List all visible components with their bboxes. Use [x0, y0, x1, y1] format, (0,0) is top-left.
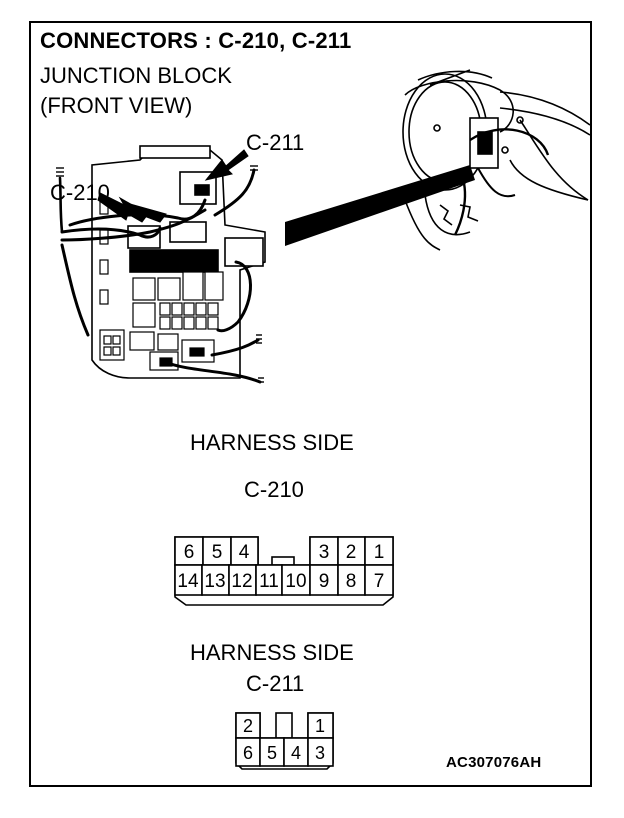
c210-pin: 10	[285, 571, 306, 592]
c211-harness-side-label: HARNESS SIDE	[190, 640, 354, 665]
c211-cell	[235, 712, 261, 739]
c210-pin: 2	[346, 542, 357, 563]
c210-pin: 8	[346, 571, 357, 592]
c211-cell	[307, 712, 334, 739]
c210-cell	[337, 564, 366, 596]
c210-harness-side-label: HARNESS SIDE	[190, 430, 354, 455]
diagram-frame	[29, 21, 592, 787]
c211-cell	[235, 737, 261, 767]
c210-cell	[364, 564, 394, 596]
c211-lock-tab	[275, 712, 293, 739]
c210-pin: 5	[212, 542, 223, 563]
c210-pin: 12	[231, 571, 252, 592]
c210-pin: 14	[177, 571, 199, 592]
c210-pin: 9	[319, 571, 330, 592]
callout-arrows	[97, 149, 249, 223]
wire-cut-marks	[56, 165, 264, 383]
pointer-wedge	[285, 165, 475, 246]
c210-cell	[228, 564, 257, 596]
subtitle-junction-block: JUNCTION BLOCK	[40, 63, 232, 88]
c211-cell	[259, 737, 285, 767]
c211-pin: 3	[315, 743, 325, 763]
c210-cell	[309, 564, 339, 596]
c210-pin: 7	[374, 571, 385, 592]
c211-pin: 5	[267, 743, 277, 763]
c211-connector-name: C-211	[246, 671, 305, 696]
c210-pin: 13	[204, 571, 225, 592]
harness-wires	[58, 168, 262, 384]
c210-connector-name: C-210	[244, 477, 304, 502]
c210-pin: 3	[319, 542, 330, 563]
c211-pin: 2	[243, 716, 253, 736]
c211-cell	[307, 737, 334, 767]
c211-pin: 4	[291, 743, 301, 763]
c210-pin: 1	[374, 542, 385, 563]
c210-cell	[230, 536, 259, 566]
figure-code: AC307076AH	[446, 754, 542, 771]
c210-cell	[255, 564, 283, 596]
callout-c211: C-211	[246, 130, 305, 155]
callout-c210: C-210	[50, 180, 110, 205]
c210-pin: 4	[239, 542, 250, 563]
c211-pin: 6	[243, 743, 253, 763]
c211-cell	[283, 737, 309, 767]
c210-pin: 11	[259, 571, 279, 592]
subtitle-front-view: (FRONT VIEW)	[40, 93, 193, 118]
page-title: CONNECTORS : C-210, C-211	[40, 28, 352, 53]
c211-pin: 1	[315, 716, 325, 736]
c210-pin: 6	[184, 542, 195, 563]
c210-cell	[201, 564, 230, 596]
